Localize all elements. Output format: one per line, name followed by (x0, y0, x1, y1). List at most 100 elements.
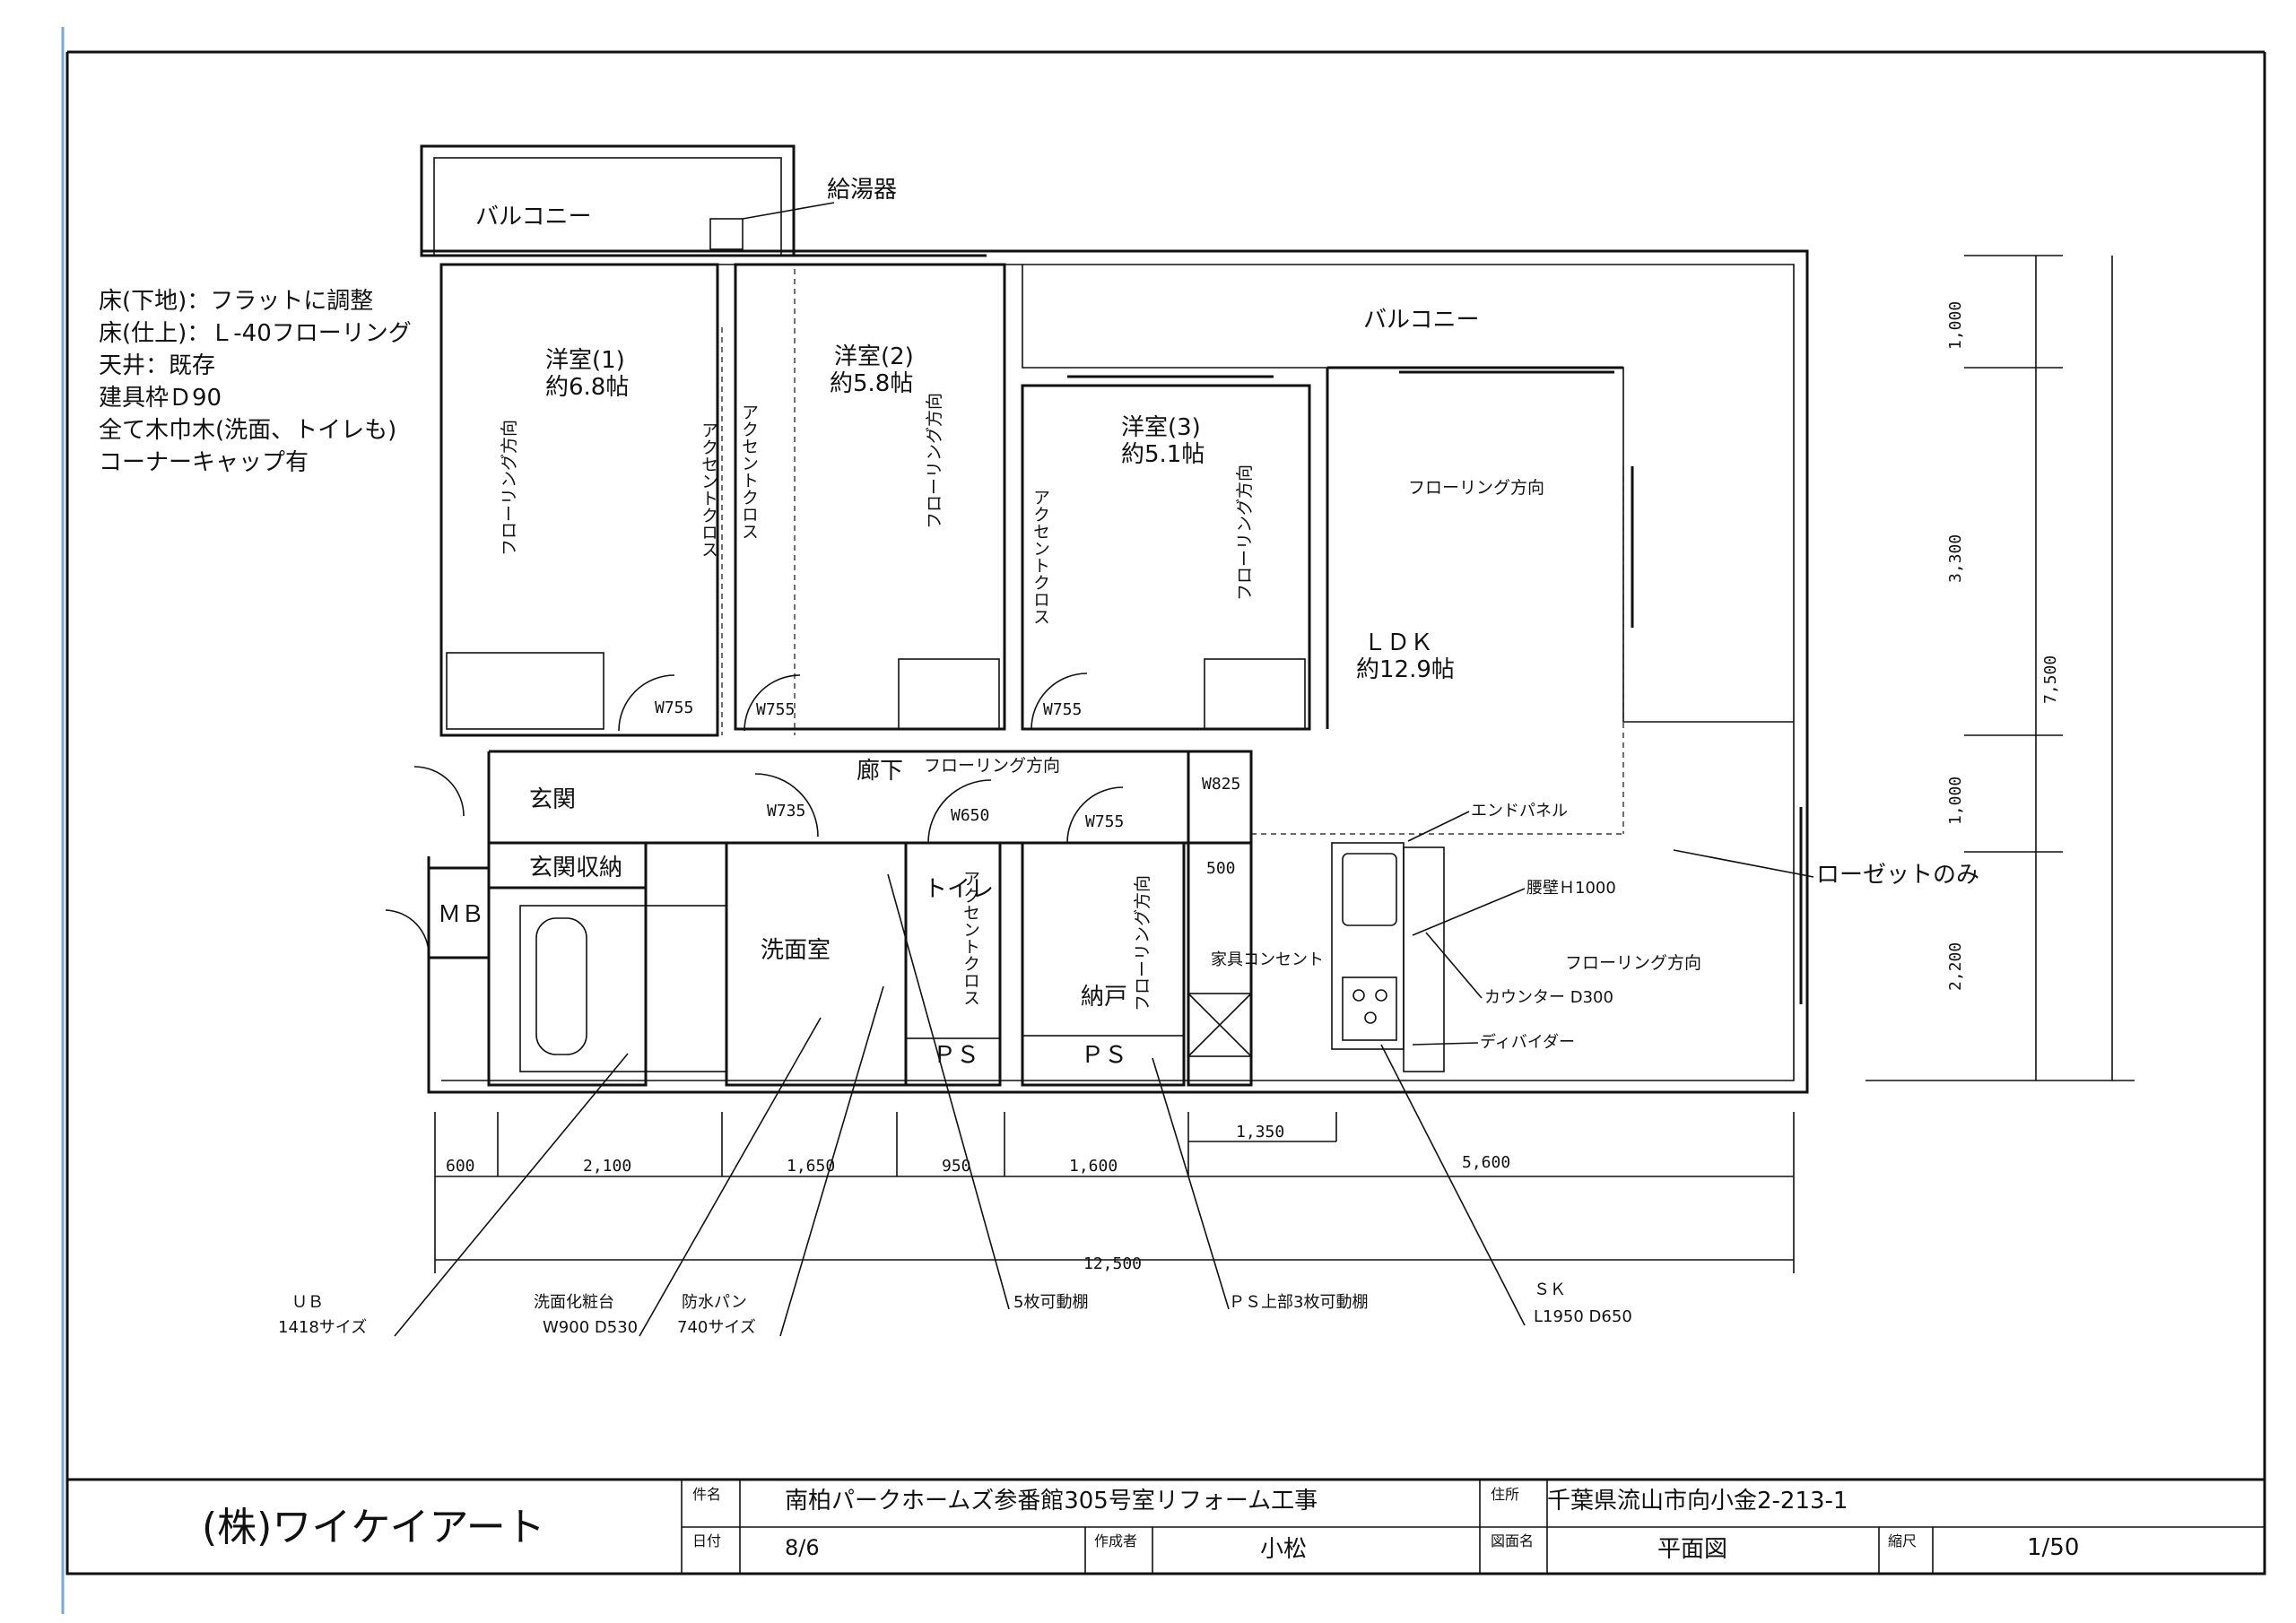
accent-cloth-label: アクセントクロス (961, 870, 980, 1006)
door-width-labels: W755 W755 W755 W825 W735 W650 W755 500 (655, 699, 1240, 878)
storeroom-label: 納戸 (1081, 984, 1127, 1011)
ldk-name: ＬＤＫ (1363, 629, 1433, 656)
ldk-size: 約12.9帖 (1356, 656, 1455, 683)
ps2-label: ＰＳ (1081, 1042, 1127, 1069)
date-value: 8/6 (785, 1535, 820, 1560)
pan-callout-size: 740サイズ (677, 1318, 756, 1337)
water-heater-label: 給湯器 (827, 177, 897, 204)
door-width-label: W825 (1202, 775, 1240, 794)
room3-size: 約5.1帖 (1121, 441, 1205, 468)
dimension-labels: 600 2,100 1,650 950 1,600 5,600 1,350 12… (446, 301, 2060, 1273)
address-label: 住所 (1491, 1486, 1519, 1503)
entrance-label: 玄関 (529, 786, 576, 813)
water-heater-icon (709, 218, 744, 250)
room3-name: 洋室(3) (1121, 414, 1201, 441)
accent-cloth-labels: アクセントクロス アクセントクロス アクセントクロス アクセントクロス (699, 404, 1050, 1006)
vanity-callout: 洗面化粧台 (534, 1293, 614, 1312)
dimension-value: 2,100 (583, 1157, 631, 1176)
flooring-direction-label: フローリング方向 (1408, 478, 1544, 498)
ub-callout-size: 1418サイズ (278, 1318, 367, 1337)
scale-label: 縮尺 (1888, 1532, 1917, 1549)
corridor-label: 廊下 (857, 758, 903, 785)
dimension-value: 3,300 (1946, 534, 1965, 583)
counter-label: カウンター D300 (1484, 988, 1613, 1007)
dimension-value: 950 (942, 1157, 971, 1176)
total-height-dimension: 7,500 (2041, 655, 2060, 704)
flooring-direction-label: フローリング方向 (925, 393, 944, 529)
sk-callout: ＳＫ (1534, 1280, 1566, 1299)
door-width-label: W735 (767, 802, 805, 820)
note-line: コーナーキャップ有 (99, 449, 309, 476)
shelf-width-label: 500 (1206, 859, 1236, 878)
vanity-callout-size: W900 D530 (543, 1318, 638, 1337)
room2-name: 洋室(2) (834, 343, 914, 370)
kitchen-width-dimension: 1,350 (1236, 1123, 1284, 1141)
kitchen-labels: エンドパネル 腰壁Ｈ1000 ローゼットのみ 家具コンセント カウンター D30… (1211, 802, 1979, 1052)
drawing-frame (65, 50, 2266, 1575)
author-value: 小松 (1260, 1536, 1307, 1563)
waist-wall-label: 腰壁Ｈ1000 (1526, 879, 1616, 898)
total-width-dimension: 12,500 (1083, 1254, 1142, 1273)
dimension-value: 5,600 (1462, 1153, 1510, 1172)
room1-size: 約6.8帖 (545, 374, 629, 401)
accent-cloth-label: アクセントクロス (739, 404, 759, 540)
washroom-label: 洗面室 (761, 937, 831, 964)
company-name: (株)ワイケイアート (202, 1505, 545, 1550)
flooring-direction-labels: フローリング方向 フローリング方向 フローリング方向 フローリング方向 フローリ… (500, 393, 1701, 1011)
dimension-lines (434, 255, 2135, 1273)
dimension-value: 2,200 (1946, 942, 1965, 991)
dimension-value: 1,600 (1069, 1157, 1118, 1176)
dimension-value: 1,000 (1946, 777, 1965, 825)
drawing-value: 平面図 (1657, 1536, 1727, 1563)
mb-label: ＭＢ (438, 901, 484, 928)
title-block: (株)ワイケイアート 件名 南柏パークホームズ参番館305号室リフォーム工事 住… (65, 1478, 2266, 1575)
flooring-direction-label: フローリング方向 (924, 756, 1060, 776)
subject-label: 件名 (692, 1486, 721, 1503)
door-width-label: W755 (655, 699, 693, 717)
callouts: ＵＢ 1418サイズ 洗面化粧台 W900 D530 防水パン 740サイズ 5… (278, 873, 1632, 1337)
flooring-direction-label: フローリング方向 (1565, 953, 1701, 973)
ps1-label: ＰＳ (933, 1042, 979, 1069)
door-width-label: W755 (1085, 812, 1124, 831)
shelf-callout: 5枚可動棚 (1013, 1293, 1088, 1312)
door-width-label: W755 (756, 700, 795, 719)
end-panel-label: エンドパネル (1471, 802, 1568, 820)
note-line: 全て木巾木(洗面、トイレも) (99, 417, 396, 444)
accent-cloth-label: アクセントクロス (699, 421, 718, 558)
note-line: 建具枠Ｄ90 (99, 385, 222, 412)
balcony-right-label: バルコニー (1363, 307, 1479, 334)
entrance-storage-label: 玄関収納 (529, 855, 622, 881)
author-label: 作成者 (1094, 1532, 1137, 1549)
plan-walls (385, 144, 1809, 1094)
outlet-only-label: ローゼットのみ (1816, 862, 1979, 889)
flooring-direction-label: フローリング方向 (500, 420, 519, 556)
flooring-direction-label: フローリング方向 (1235, 464, 1255, 601)
address-value: 千葉県流山市向小金2-213-1 (1547, 1488, 1848, 1515)
dimension-value: 1,000 (1946, 301, 1965, 350)
room1-name: 洋室(1) (545, 347, 625, 374)
scale-value: 1/50 (2027, 1534, 2079, 1561)
room2-size: 約5.8帖 (830, 370, 913, 397)
spec-notes: 床(下地)：フラットに調整 床(仕上)：Ｌ-40フローリング 天井：既存 建具枠… (99, 288, 412, 476)
ub-callout: ＵＢ (291, 1293, 324, 1312)
dimension-value: 600 (446, 1157, 475, 1176)
date-label: 日付 (692, 1532, 721, 1549)
accent-cloth-label: アクセントクロス (1031, 489, 1050, 625)
ps-shelf-callout: ＰＳ上部3枚可動棚 (1229, 1293, 1368, 1312)
toilet-label: トイレ (924, 876, 994, 903)
furniture-outlet-label: 家具コンセント (1211, 950, 1324, 969)
divider-label: ディバイダー (1480, 1033, 1575, 1052)
dimension-value: 1,650 (787, 1157, 835, 1176)
note-line: 天井：既存 (99, 352, 215, 379)
flooring-direction-label: フローリング方向 (1133, 875, 1152, 1011)
note-line: 床(仕上)：Ｌ-40フローリング (99, 320, 412, 347)
sk-callout-size: L1950 D650 (1534, 1307, 1632, 1326)
balcony-top-label: バルコニー (475, 204, 591, 230)
drawing-label: 図面名 (1491, 1532, 1534, 1549)
room-labels: バルコニー バルコニー 給湯器 洋室(1) 約6.8帖 洋室(2) 約5.8帖 … (438, 177, 1479, 1069)
note-line: 床(下地)：フラットに調整 (99, 288, 373, 315)
door-width-label: W755 (1043, 700, 1082, 719)
pan-callout: 防水パン (682, 1293, 747, 1312)
subject-value: 南柏パークホームズ参番館305号室リフォーム工事 (785, 1488, 1318, 1515)
